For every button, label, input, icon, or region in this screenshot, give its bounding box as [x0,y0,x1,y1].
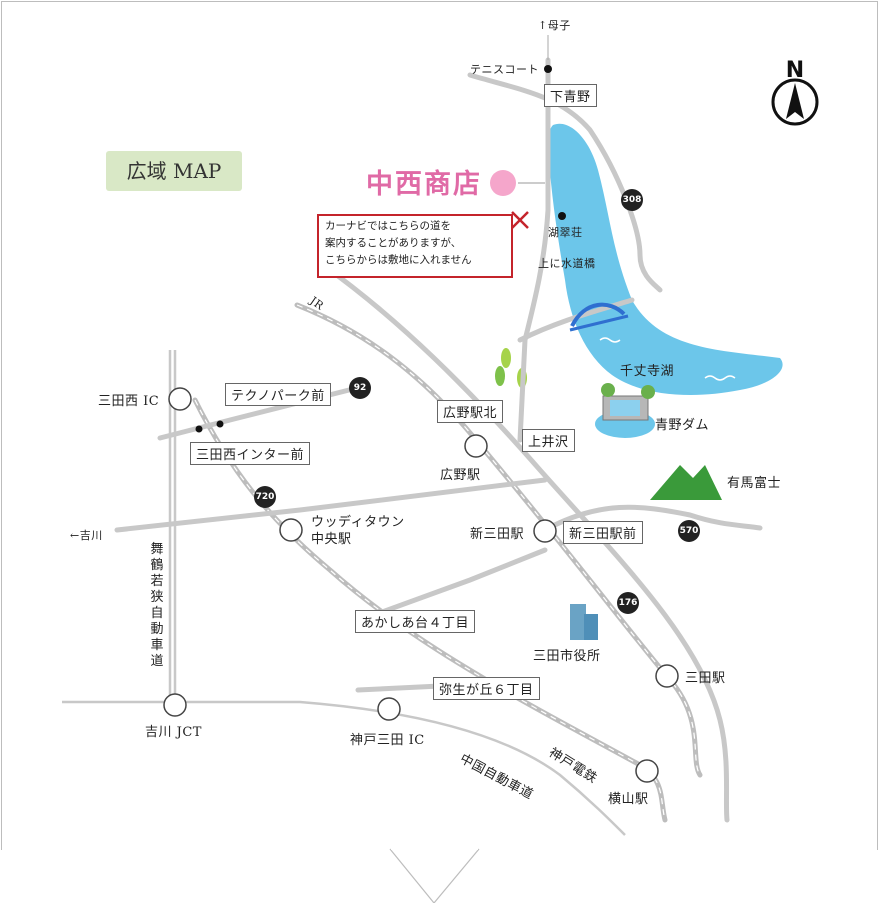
map-frame [1,1,878,850]
label-koseiso: 湖翠荘 [548,226,583,239]
warning-line: こちらからは敷地に入れません [325,254,472,266]
map-title-badge: 広域 MAP [106,151,242,191]
route-shield: 176 [617,592,639,614]
shop-name: 中西商店 [366,169,482,200]
road-upper [467,72,663,293]
road-yoshikawa [114,477,548,533]
route-shield: 720 [254,486,276,508]
station-sanda-nishi-ic [168,387,192,411]
label-boshi: ↑母子 [538,19,571,32]
station-yokoyama [635,759,659,783]
label-sanda: 三田駅 [685,671,726,686]
label-sanda-nishi-ic: 三田西 IC [98,394,160,409]
label-arima-fuji: 有馬富士 [727,476,782,491]
box-sanda-nishi-inter: 三田西インター前 [190,442,311,465]
label-maizuru-expressway: 舞鶴若狭自動車道 [150,542,164,669]
station-kobe-sanda-ic [377,697,401,721]
road-to-lake [517,57,551,443]
techno-dot [195,425,203,433]
label-yokoyama: 横山駅 [608,792,649,807]
tennis-dot [544,65,552,73]
label-senjoji: 千丈寺湖 [620,364,675,379]
label-kobe-sanda-ic: 神戸三田 IC [350,733,425,748]
label-city-hall: 三田市役所 [533,649,601,664]
lake-wave [704,375,736,381]
label-tennis: テニスコート [470,63,539,76]
box-technopark: テクノパーク前 [225,383,331,406]
road-akashiadai [357,547,548,623]
route-shield: 308 [621,189,643,211]
warning-line: 案内することがありますが、 [325,237,462,249]
compass-icon: N [771,58,819,126]
expressway-chugoku [62,700,626,836]
bridge-icon [570,302,626,327]
station-yoshikawa-jct [163,693,187,717]
shop-marker [490,170,516,196]
koseiso-dot [558,212,566,220]
no-entry-mark [511,211,529,229]
box-shimo-aono: 下青野 [544,84,597,107]
box-hirono-kita: 広野駅北 [437,400,504,423]
label-kamisuido: 上に水道橋 [538,257,596,270]
techno-dot-2 [216,420,224,428]
lake-senjoji [548,123,783,396]
box-yayoigaoka: 弥生が丘６丁目 [433,677,540,700]
warning-box: カーナビではこちらの道を 案内することがありますが、 こちらからは敷地に入れませ… [317,214,513,278]
label-yoshikawa-jct: 吉川 JCT [145,725,202,740]
lake-wave [599,337,621,343]
road-yayoigaoka [355,683,443,693]
station-shin-sanda [533,519,557,543]
station-hirono [464,434,488,458]
mountain-arima-fuji [650,465,722,500]
box-kamiizawa: 上井沢 [522,429,575,452]
station-woody-town [279,518,303,542]
route-shield: 570 [678,520,700,542]
box-shin-sanda-mae: 新三田駅前 [563,521,643,544]
tree [495,366,505,386]
label-woody-town-1: ウッディタウン [311,515,405,530]
pointer-notch [389,848,480,903]
label-hirono: 広野駅 [440,468,481,483]
label-aono-dam: 青野ダム [655,418,710,433]
station-sanda [655,664,679,688]
compass-letter: N [786,58,804,83]
label-woody-town-2: 中央駅 [311,532,352,547]
box-akashiadai: あかしあ台４丁目 [355,610,476,633]
road-main-176 [320,262,730,823]
label-shin-sanda: 新三田駅 [470,527,525,542]
warning-line: カーナビではこちらの道を [325,220,451,232]
road-570 [542,504,763,533]
city-hall-icon [570,604,598,640]
label-yoshikawa-arrow: ←吉川 [70,529,103,542]
tree [501,348,511,368]
route-shield: 92 [349,377,371,399]
